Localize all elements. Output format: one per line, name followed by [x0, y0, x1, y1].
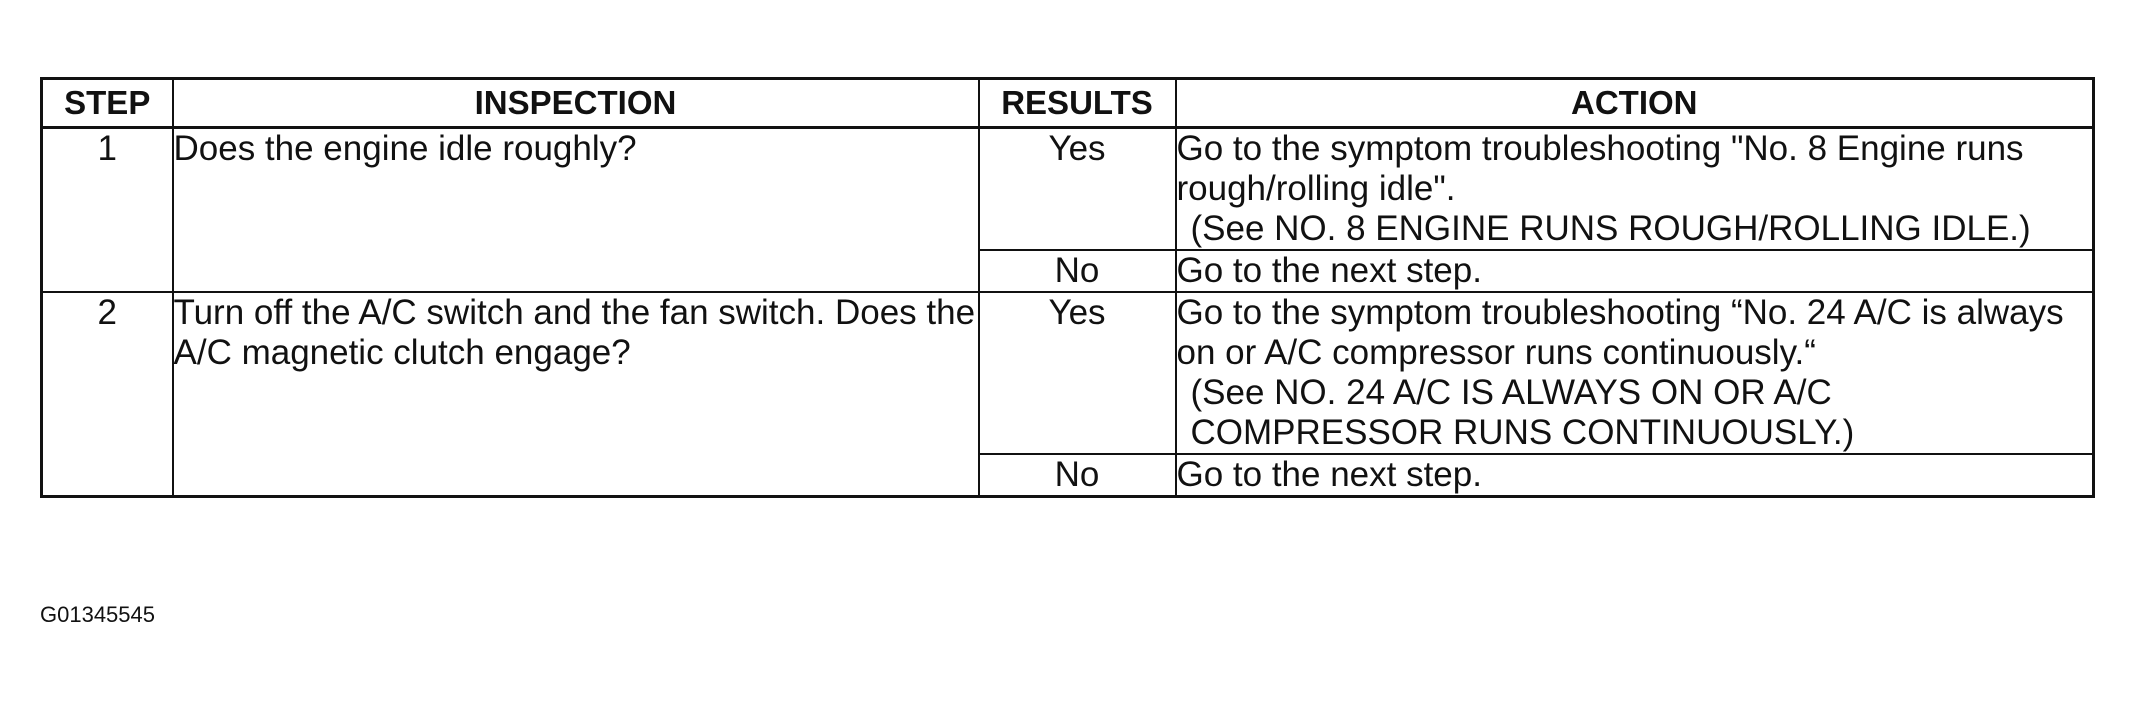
result-cell: Yes [977, 126, 1177, 251]
result-cell: No [977, 453, 1177, 498]
header-step: STEP [40, 77, 174, 129]
action-reference: (See NO. 8 ENGINE RUNS ROUGH/ROLLING IDL… [1190, 209, 2031, 248]
action-text: Go to the symptom troubleshooting “No. 2… [1176, 293, 2064, 372]
action-cell: Go to the symptom troubleshooting "No. 8… [1174, 126, 2095, 251]
action-cell: Go to the next step. [1174, 453, 2095, 498]
inspection-text: Does the A/C magnetic clutch engage? [173, 293, 976, 372]
action-cell: Go to the symptom troubleshooting “No. 2… [1174, 291, 2095, 455]
table-row: 2 Turn off the A/C switch and the fan sw… [40, 291, 2095, 498]
figure-id: G01345545 [40, 602, 155, 627]
step-number: 1 [40, 126, 174, 293]
header-action: ACTION [1174, 77, 2095, 129]
inspection-text: Does the engine idle roughly? [173, 129, 637, 168]
table-header-row: STEP INSPECTION RESULTS ACTION [40, 77, 2095, 129]
inspection-cell: Does the engine idle roughly? [171, 126, 980, 293]
inspection-cell: Turn off the A/C switch and the fan swit… [171, 291, 980, 498]
result-cell: Yes [977, 291, 1177, 455]
action-text: Go to the symptom troubleshooting "No. 8… [1176, 129, 2024, 208]
action-text: Go to the next step. [1176, 251, 1482, 290]
inspection-text: Turn off the A/C switch and the fan swit… [173, 293, 826, 332]
action-cell: Go to the next step. [1174, 249, 2095, 293]
diagnostic-table-wrapper: STEP INSPECTION RESULTS ACTION 1 Does th… [40, 77, 2095, 498]
table-row: 1 Does the engine idle roughly? Yes Go t… [40, 126, 2095, 293]
diagnostic-table: STEP INSPECTION RESULTS ACTION 1 Does th… [40, 77, 2095, 498]
result-cell: No [977, 249, 1177, 293]
table-row: No Go to the next step. [42, 249, 2095, 293]
header-inspection: INSPECTION [171, 77, 980, 129]
action-reference: (See NO. 24 A/C IS ALWAYS ON OR A/C COMP… [1190, 373, 1855, 452]
action-text: Go to the next step. [1176, 455, 1482, 494]
step-number: 2 [40, 291, 174, 498]
table-row: No Go to the next step. [42, 453, 2095, 498]
header-results: RESULTS [977, 77, 1177, 129]
